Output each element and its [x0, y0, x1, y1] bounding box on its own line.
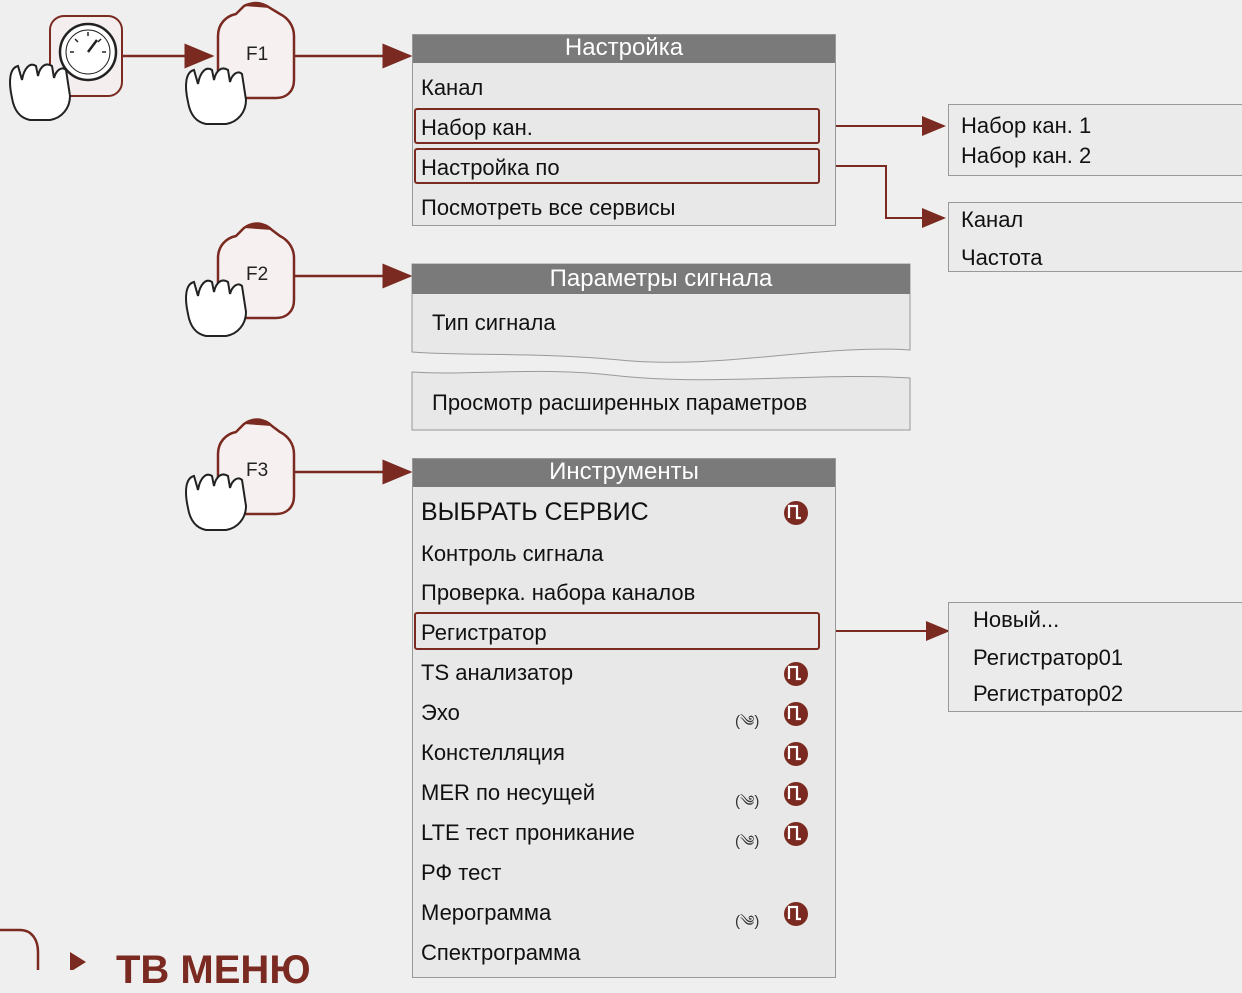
hand-pointer-icon	[9, 63, 72, 121]
highlight-tune-by	[414, 148, 820, 184]
setup-item-channel[interactable]: Канал	[421, 75, 484, 100]
hand-pointer-icon	[185, 67, 248, 125]
logger-submenu: Новый... Регистратор01 Регистратор02	[948, 602, 1242, 712]
tool-lte-ingress[interactable]: LTE тест проникание	[421, 820, 635, 845]
setup-item-tune-by[interactable]: Настройка по	[421, 155, 560, 180]
arrow-tune-by	[820, 165, 946, 228]
signal-params-panel-shape	[411, 263, 911, 431]
hand-pointer-icon	[185, 279, 248, 337]
tool-constellation[interactable]: Констелляция	[421, 740, 565, 765]
logger-new[interactable]: Новый...	[973, 607, 1060, 632]
setup-menu-title: Настройка	[413, 35, 835, 63]
antenna-icon: (༄)	[735, 793, 760, 810]
f3-key-label: F3	[246, 460, 269, 481]
tool-channel-set-check[interactable]: Проверка. набора каналов	[421, 580, 696, 605]
f1-key-label: F1	[246, 44, 269, 65]
tool-select-service[interactable]: ВЫБРАТЬ СЕРВИС	[421, 498, 649, 526]
signal-type-item[interactable]: Тип сигнала	[432, 310, 556, 335]
channel-set-submenu: Набор кан. 1 Набор кан. 2	[948, 104, 1242, 176]
logger-02[interactable]: Регистратор02	[973, 681, 1124, 706]
tv-menu-title: ТВ МЕНЮ	[116, 948, 311, 992]
tool-mer-carrier[interactable]: MER по несущей	[421, 780, 596, 805]
channel-set-2[interactable]: Набор кан. 2	[961, 143, 1092, 168]
tool-ts-analyzer[interactable]: TS анализатор	[421, 660, 574, 685]
connector-layer	[0, 1, 950, 970]
f2-key-label: F2	[246, 264, 269, 285]
tool-rf-test[interactable]: РФ тест	[421, 860, 502, 885]
pulse-glyph-layer	[787, 504, 801, 921]
channel-set-1[interactable]: Набор кан. 1	[961, 113, 1092, 138]
gauge-button[interactable]	[49, 15, 123, 97]
tune-by-frequency[interactable]: Частота	[961, 245, 1043, 270]
tool-echo[interactable]: Эхо	[421, 700, 460, 725]
tune-by-channel[interactable]: Канал	[961, 207, 1024, 232]
tool-signal-monitor[interactable]: Контроль сигнала	[421, 541, 604, 566]
hand-pointer-icon	[185, 473, 248, 531]
setup-menu: Настройка Канал Набор кан. Настройка по …	[412, 34, 836, 226]
setup-item-channel-set[interactable]: Набор кан.	[421, 115, 533, 140]
tune-by-submenu: Канал Частота	[948, 202, 1242, 272]
gauge-icon	[70, 32, 106, 53]
logger-01[interactable]: Регистратор01	[973, 645, 1124, 670]
antenna-icon: (༄)	[735, 833, 760, 850]
triangle-icon	[70, 952, 86, 970]
tool-spectrogram[interactable]: Спектрограмма	[421, 940, 581, 965]
tool-logger[interactable]: Регистратор	[421, 620, 547, 645]
tv-menu-logo-icon	[0, 928, 40, 970]
setup-item-view-services[interactable]: Посмотреть все сервисы	[421, 195, 676, 220]
antenna-icon: (༄)	[735, 713, 760, 730]
antenna-icon: (༄)	[735, 913, 760, 930]
advanced-params-item[interactable]: Просмотр расширенных параметров	[432, 390, 808, 415]
highlight-channel-set	[414, 108, 820, 144]
signal-params-title: Параметры сигнала	[549, 265, 773, 292]
highlight-logger	[414, 612, 820, 650]
tool-merogram[interactable]: Мерограмма	[421, 900, 552, 925]
tools-menu-title: Инструменты	[413, 459, 835, 487]
